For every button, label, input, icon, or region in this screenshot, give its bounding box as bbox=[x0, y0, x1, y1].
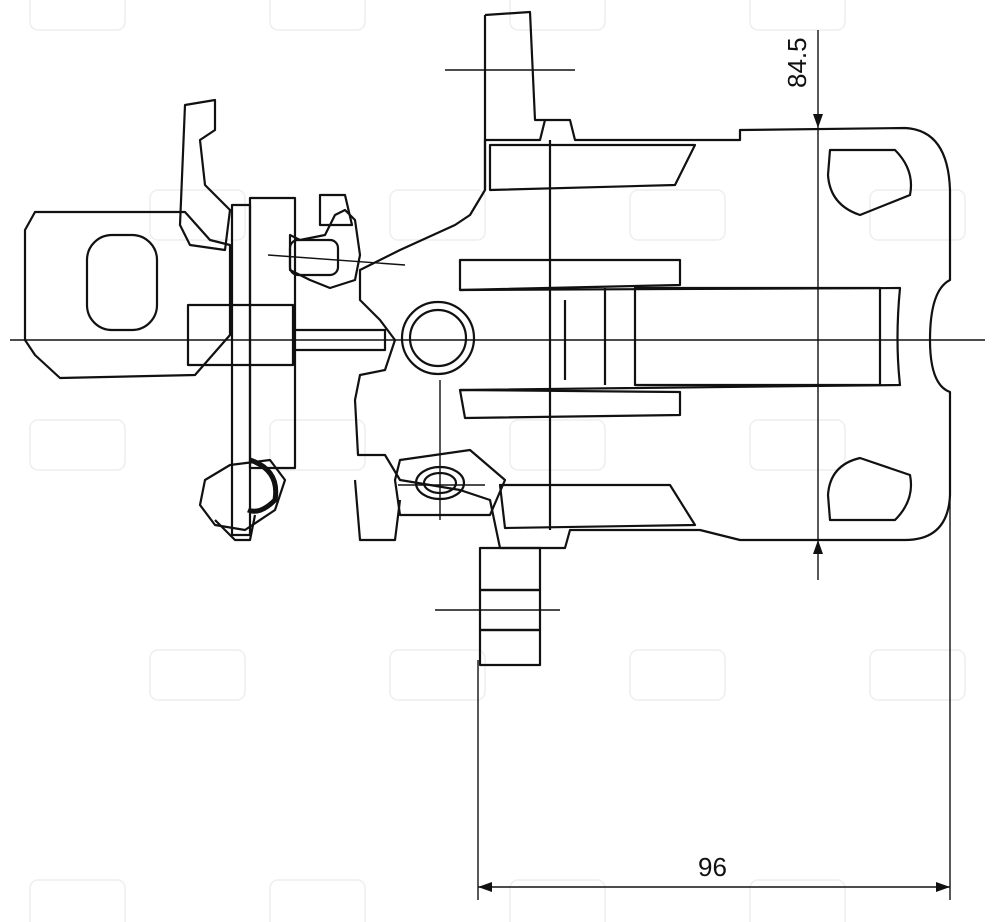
dimension-height-label: 84.5 bbox=[782, 37, 812, 88]
watermark-logo bbox=[509, 0, 606, 31]
watermark-logo bbox=[29, 0, 126, 31]
watermark-logo bbox=[509, 879, 606, 922]
centre-lines bbox=[10, 69, 985, 611]
watermark-logo bbox=[29, 419, 126, 471]
watermark-logo bbox=[149, 189, 246, 241]
watermark-logo bbox=[749, 419, 846, 471]
watermark-logo bbox=[869, 649, 966, 701]
watermark-group bbox=[29, 0, 966, 922]
lever-assembly bbox=[23, 98, 387, 542]
dimension-width: 96 bbox=[477, 400, 951, 900]
watermark-logo bbox=[749, 0, 846, 31]
watermark-logo bbox=[389, 649, 486, 701]
mount-section bbox=[478, 546, 542, 667]
watermark-logo bbox=[269, 879, 366, 922]
caliper-body bbox=[353, 10, 952, 550]
watermark-logo bbox=[29, 879, 126, 922]
watermark-logo bbox=[269, 0, 366, 31]
watermark-logo bbox=[269, 419, 366, 471]
watermark-logo bbox=[149, 649, 246, 701]
watermark-logo bbox=[629, 189, 726, 241]
watermark-logo bbox=[869, 189, 966, 241]
watermark-logo bbox=[629, 649, 726, 701]
watermark-logo bbox=[749, 879, 846, 922]
watermark-logo bbox=[509, 419, 606, 471]
watermark-logo bbox=[389, 189, 486, 241]
dimension-width-label: 96 bbox=[698, 852, 727, 882]
dimension-height: 84.5 bbox=[782, 30, 823, 580]
